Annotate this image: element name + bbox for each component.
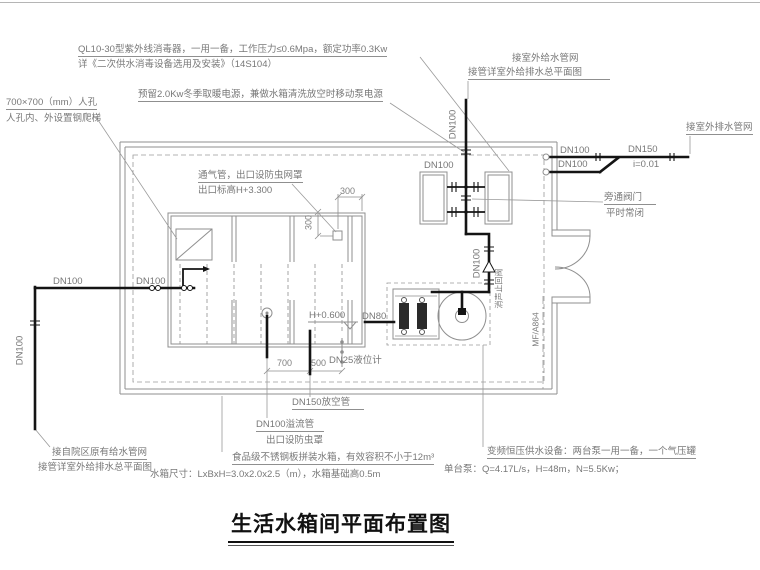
note-pump-equipment: 变频恒压供水设备：两台泵一用一备，一个气压罐 [487,446,697,459]
level-gauge-symbol [340,338,344,367]
fill-elbow [182,268,203,288]
flow-arrow [203,266,210,272]
note-manhole-size: 700×700（mm）人孔 [6,97,98,110]
bypass-valve [461,195,471,201]
vent-pipe-symbol [332,230,343,241]
door-tag: MF/A864 [530,312,541,347]
tank-drain-dot [265,311,269,315]
dim-vent-vertical: 300 [303,214,314,231]
note-uv-sterilizer: QL10-30型紫外线消毒器，一用一备，工作压力≤0.6Mpa，额定功率0.3K… [78,44,388,57]
note-bypass-closed: 平时常闭 [606,208,645,219]
note-source-network: 接自院区原有给水管网 [52,447,148,460]
note-overflow-pipe: DN100溢流管 [256,419,325,432]
note-vent-elevation: 出口标高H+3.300 [198,185,273,196]
label-dn100-fill-a: DN100 [53,276,83,287]
note-uv-reference: 详《二次供水消毒设备选用及安装》（14S104） [78,59,278,70]
label-level-gauge: DN25液位计 [329,355,382,366]
label-dn100-top-riser: DN100 [447,109,459,140]
page-border-top [0,2,760,3]
note-supply-ref: 接管详室外给排水总平面图 [468,67,611,80]
note-manhole-ladder: 人孔内、外设置钢爬梯 [6,113,102,124]
uv-device-left [419,171,448,225]
label-dn100-left-riser: DN100 [14,335,26,366]
wall-sleeves [542,153,550,176]
flange-unions [149,185,468,291]
label-slope: i=0.01 [633,159,660,170]
dim-vent-horizontal: 300 [340,186,356,196]
note-source-ref: 接管详室外给排水总平面图 [38,462,153,473]
label-dn150: DN150 [628,144,658,155]
note-empty-pipe: DN150放空管 [292,397,365,410]
check-valve-symbol [482,259,496,273]
note-tank-spec: 食品级不锈钢板拼装水箱，有效容积不小于12m³ [232,452,435,465]
drain-out-dn100 [546,156,620,174]
note-reserved-power: 预留2.0Kw冬季取暖电源，兼做水箱清洗放空时移动泵电源 [138,89,383,102]
label-water-level: H+0.600 [309,310,346,321]
inner-dashed-zone [132,154,545,383]
note-check-valve: 消声止回阀 [494,268,504,309]
note-tank-size: 水箱尺寸：LxBxH=3.0x2.0x2.5（m），水箱基础高0.5m [150,469,381,480]
label-dn100-device: DN100 [424,160,454,171]
label-dn100-drain-b: DN100 [558,159,588,170]
note-vent-screen: 通气管，出口设防虫网罩 [198,170,303,183]
label-dn100-fill-b: DN100 [136,276,166,287]
vent-dimensions [314,193,366,240]
label-dn100-drain-a: DN100 [560,145,590,156]
note-bypass-valve: 旁通阀门 [604,192,657,205]
note-overflow-screen: 出口设防虫罩 [266,435,324,446]
note-pump-parameters: 单台泵：Q=4.17L/s，H=48m，N=5.5Kw； [444,464,625,475]
pump-2 [417,303,427,329]
note-supply-network: 接室外给水管网 [512,53,579,64]
manhole [175,228,213,261]
dim-700: 700 [277,358,293,368]
drawing-title: 生活水箱间平面布置图 [228,508,454,543]
water-level-mark [308,321,358,330]
note-drain-network: 接室外排水管网 [686,122,753,135]
dim-500: 500 [311,358,327,368]
label-dn100-pump-riser: DN100 [471,248,483,279]
leader-lines [34,56,691,452]
uv-device-right [484,171,513,225]
pump-1 [399,303,409,329]
label-dn80: DN80 [362,311,387,322]
pump-set [386,282,491,346]
title-underline: 生活水箱间平面布置图 [228,508,454,546]
double-door [551,229,591,304]
valve-ticks [30,149,675,326]
pipes [33,98,690,431]
